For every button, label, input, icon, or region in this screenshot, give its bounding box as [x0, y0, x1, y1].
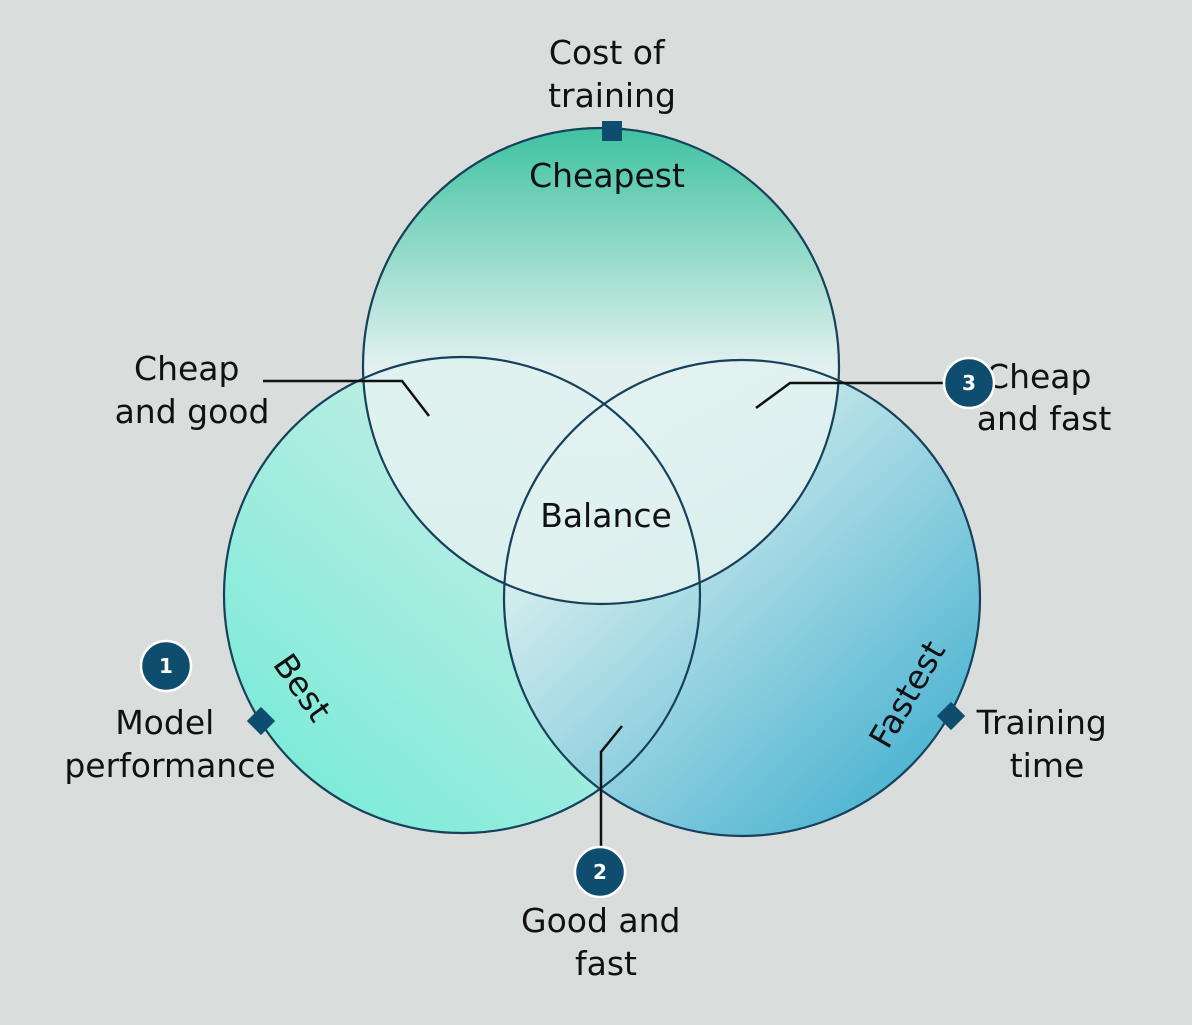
svg-text:3: 3: [962, 371, 976, 395]
time-axis-label: Training time: [976, 703, 1118, 785]
badge-3: 3: [942, 356, 996, 410]
good-and-fast-label: Good and fast: [521, 901, 691, 983]
performance-marker: [246, 706, 276, 736]
cheap-and-good-label: Cheap and good: [115, 349, 270, 431]
balance-label: Balance: [540, 496, 672, 535]
time-marker: [936, 701, 966, 731]
cost-marker: [602, 121, 622, 141]
circle-outlines: [222, 126, 982, 838]
leader-lines: [263, 379, 945, 850]
badge-2: 2: [573, 845, 627, 899]
svg-text:1: 1: [159, 654, 173, 678]
top-circle: [363, 128, 839, 604]
badge-1: 1: [139, 639, 193, 693]
cost-axis-label: Cost of training: [548, 33, 676, 115]
leader-cheap-fast: [755, 381, 945, 410]
cheapest-label: Cheapest: [529, 156, 685, 195]
svg-text:2: 2: [593, 860, 607, 884]
performance-axis-label: Model performance: [64, 703, 275, 785]
cheap-and-fast-label: Cheap and fast: [977, 357, 1112, 438]
leader-good-fast: [599, 725, 623, 850]
leader-cheap-good: [263, 379, 430, 417]
